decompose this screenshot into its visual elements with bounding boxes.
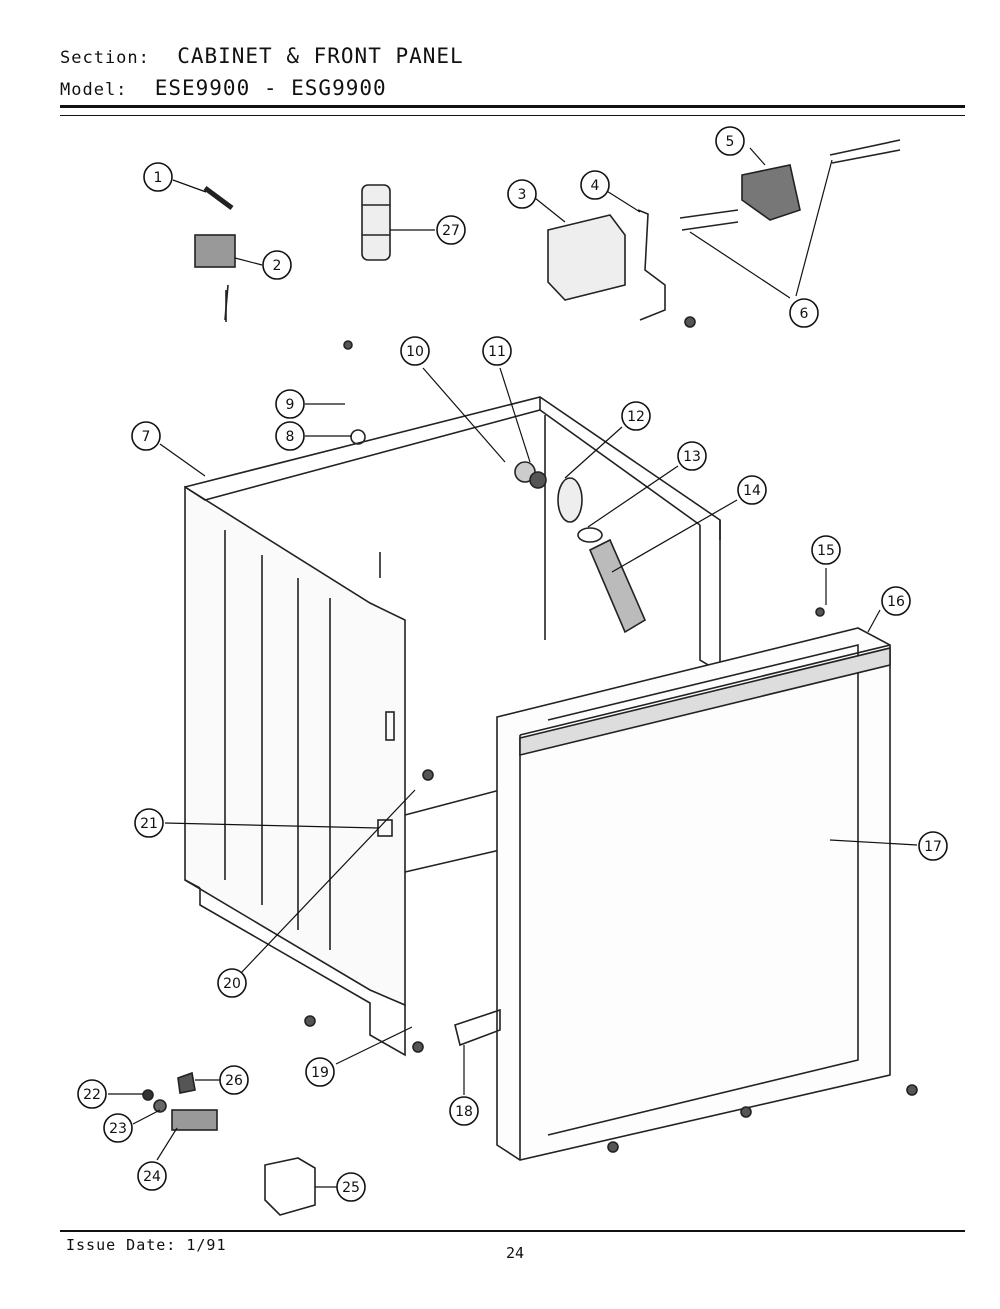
callout-4: 4 <box>580 170 610 200</box>
wire-harness <box>679 139 901 231</box>
svg-text:10: 10 <box>406 344 424 360</box>
callout-13: 13 <box>677 441 707 471</box>
svg-text:25: 25 <box>342 1180 360 1196</box>
svg-text:8: 8 <box>286 429 295 445</box>
svg-text:22: 22 <box>83 1087 101 1103</box>
callout-24: 24 <box>137 1161 167 1191</box>
cabinet-side-panel <box>184 485 406 1057</box>
hose-connector <box>361 184 391 261</box>
svg-text:17: 17 <box>924 839 942 855</box>
callout-22: 22 <box>77 1079 107 1109</box>
callout-10: 10 <box>400 336 430 366</box>
solenoid <box>547 214 626 301</box>
svg-text:16: 16 <box>887 594 905 610</box>
issue-date: Issue Date: 1/91 <box>66 1236 227 1254</box>
svg-text:26: 26 <box>225 1073 243 1089</box>
bottom-bracket <box>454 1008 501 1047</box>
drain-fittings <box>514 461 603 543</box>
svg-text:2: 2 <box>273 258 282 274</box>
front-panel <box>496 627 891 1161</box>
callout-26: 26 <box>219 1065 249 1095</box>
callout-25: 25 <box>336 1172 366 1202</box>
svg-text:19: 19 <box>311 1065 329 1081</box>
model-title: Model: ESE9900 - ESG9900 <box>60 76 387 100</box>
svg-text:3: 3 <box>518 187 527 203</box>
relay-block <box>741 164 801 221</box>
svg-text:23: 23 <box>109 1121 127 1137</box>
switch-lever <box>203 185 234 211</box>
svg-text:15: 15 <box>817 543 835 559</box>
screws <box>225 290 918 1153</box>
cabinet-cross-brace <box>404 788 501 873</box>
svg-text:13: 13 <box>683 449 701 465</box>
footer-rule <box>60 1230 965 1232</box>
svg-text:7: 7 <box>142 429 151 445</box>
callout-17: 17 <box>918 831 948 861</box>
model-label: Model: <box>60 80 128 100</box>
section-value: CABINET & FRONT PANEL <box>177 44 464 68</box>
callout-20: 20 <box>217 968 247 998</box>
header-rule-top <box>60 105 965 108</box>
svg-text:5: 5 <box>726 134 735 150</box>
callout-7: 7 <box>131 421 161 451</box>
callout-12: 12 <box>621 401 651 431</box>
callout-11: 11 <box>482 336 512 366</box>
page-number: 24 <box>506 1244 525 1262</box>
callout-1: 1 <box>143 162 173 192</box>
callout-19: 19 <box>305 1057 335 1087</box>
svg-text:9: 9 <box>286 397 295 413</box>
svg-text:1: 1 <box>154 170 163 186</box>
drain-hose <box>588 538 647 634</box>
svg-text:12: 12 <box>627 409 645 425</box>
svg-text:21: 21 <box>140 816 158 832</box>
callout-21: 21 <box>134 808 164 838</box>
callout-6: 6 <box>789 298 819 328</box>
callout-5: 5 <box>715 126 745 156</box>
svg-text:4: 4 <box>591 178 600 194</box>
callout-16: 16 <box>881 586 911 616</box>
svg-text:6: 6 <box>800 306 809 322</box>
svg-text:27: 27 <box>442 223 460 239</box>
section-label: Section: <box>60 48 150 68</box>
svg-text:20: 20 <box>223 976 241 992</box>
svg-text:11: 11 <box>488 344 506 360</box>
top-trim-strip <box>519 646 891 757</box>
model-value: ESE9900 - ESG9900 <box>154 76 387 100</box>
callout-15: 15 <box>811 535 841 565</box>
callout-27: 27 <box>436 215 466 245</box>
callout-3: 3 <box>507 179 537 209</box>
callout-18: 18 <box>449 1096 479 1126</box>
callout-9: 9 <box>275 389 305 419</box>
callout-23: 23 <box>103 1113 133 1143</box>
header-rule-bottom <box>60 115 965 116</box>
svg-text:14: 14 <box>743 483 761 499</box>
svg-text:18: 18 <box>455 1104 473 1120</box>
door-switch <box>194 234 236 321</box>
callout-8: 8 <box>275 421 305 451</box>
callout-14: 14 <box>737 475 767 505</box>
callout-2: 2 <box>262 250 292 280</box>
valve-hardware <box>142 1071 316 1216</box>
section-title: Section: CABINET & FRONT PANEL <box>60 44 464 68</box>
svg-text:24: 24 <box>143 1169 161 1185</box>
solenoid-bracket <box>637 209 666 321</box>
